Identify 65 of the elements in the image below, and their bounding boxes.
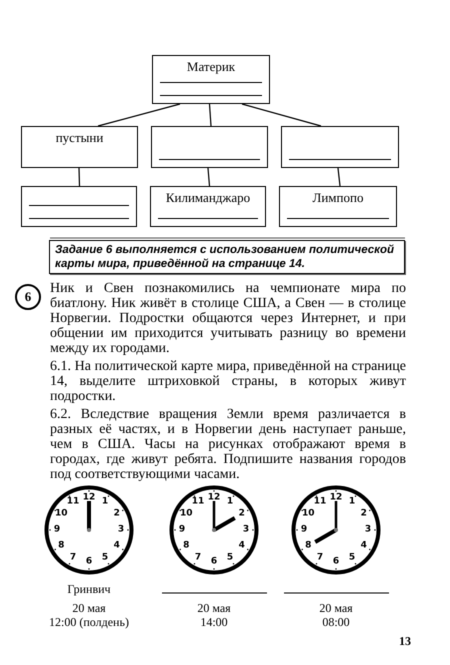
clock-numeral: 8: [58, 542, 64, 550]
clock-numeral: 10: [180, 510, 193, 518]
clock-numeral: 1: [226, 498, 234, 507]
text-box: [152, 55, 270, 104]
clock-numeral: 11: [192, 498, 204, 507]
time-text: 14:00: [200, 615, 228, 629]
clock-numeral: 12: [330, 494, 342, 502]
clock-numeral: 3: [118, 526, 124, 534]
page-number: 13: [399, 633, 411, 650]
clock-numeral: 2: [238, 510, 245, 518]
task-note-box: Задание 6 выполняется с использованием политической карты мира, приведённой на странице 14.: [49, 240, 405, 274]
date-text: 20 мая: [197, 601, 231, 615]
text-box: [21, 126, 138, 168]
connector-line: [98, 103, 180, 127]
time-text: 12:00 (полдень): [49, 615, 129, 629]
paragraph: 6.1. На политической карте мира, приведённой на странице 14, выделите штриховкой страны, в которых живут подростки.: [50, 359, 406, 404]
connector-line: [207, 168, 210, 186]
clock-numeral: 5: [226, 553, 234, 562]
blank-box: [281, 126, 399, 168]
clock-numeral: 7: [316, 553, 324, 562]
clock-numeral: 9: [300, 526, 308, 534]
clock-numeral: 4: [114, 542, 120, 550]
clock-numeral: 4: [360, 542, 367, 550]
date-text: 20 мая: [319, 601, 353, 615]
clock-numeral: 7: [70, 553, 76, 562]
connector-line: [78, 168, 80, 186]
clock-numeral: 4: [238, 542, 245, 550]
box-label: Лимпопо: [312, 190, 364, 205]
box-label: Материк: [186, 59, 236, 74]
paragraph: 6.2. Вследствие вращения Земли время различается в разных её частях, и в Норвегии день наступает раньше, чем в США. Часы на рисунках отображают время в городах, где живут ребята. Подпишите названия городов под соответствующими часами.: [50, 407, 406, 482]
clock-numeral: 5: [102, 553, 108, 562]
clock-numeral: 12: [82, 494, 96, 502]
clock-numeral: 6: [86, 558, 92, 566]
clock-numeral: 11: [314, 498, 326, 507]
clock-numeral: 10: [302, 510, 315, 518]
text-box: [150, 186, 266, 227]
connector-line: [337, 168, 341, 186]
clock-numeral: 11: [66, 498, 80, 507]
clock-numeral: 2: [360, 510, 367, 518]
clock-numeral: 6: [210, 558, 218, 566]
clock-numeral: 3: [242, 526, 250, 534]
clock-numeral: 1: [348, 498, 356, 507]
clock-numeral: 1: [102, 498, 108, 507]
clock-numeral: 3: [364, 526, 372, 534]
clock-numeral: 8: [305, 542, 312, 550]
clock-numeral: 9: [178, 526, 186, 534]
connector-line: [242, 103, 322, 127]
paragraph: Ник и Свен познакомились на чемпионате мира по биатлону. Ник живёт в столице США, а Свен — в столице Норвегии. Подростки общаются через Интернет, и при общении им приходится учитывать разницу во времени между их городами.: [50, 281, 406, 356]
clock-numeral: 8: [183, 542, 190, 550]
clock-numeral: 5: [348, 553, 356, 562]
clock-numeral: 9: [54, 526, 60, 534]
date-text: 20 мая: [72, 601, 106, 615]
clock-numeral: 12: [208, 494, 220, 502]
time-text: 08:00: [322, 615, 350, 629]
caption: Гринвич: [67, 581, 111, 598]
blank-box: [21, 186, 137, 227]
clock-numeral: 6: [332, 558, 340, 566]
text-box: [279, 186, 397, 227]
blank-box: [151, 126, 268, 168]
box-label: пустыни: [56, 130, 104, 145]
clock-numeral: 10: [55, 510, 68, 518]
clock-numeral: 7: [194, 553, 202, 562]
connector-line: [208, 104, 212, 126]
box-label: Килиманджаро: [166, 190, 250, 205]
clock-numeral: 2: [114, 510, 120, 518]
